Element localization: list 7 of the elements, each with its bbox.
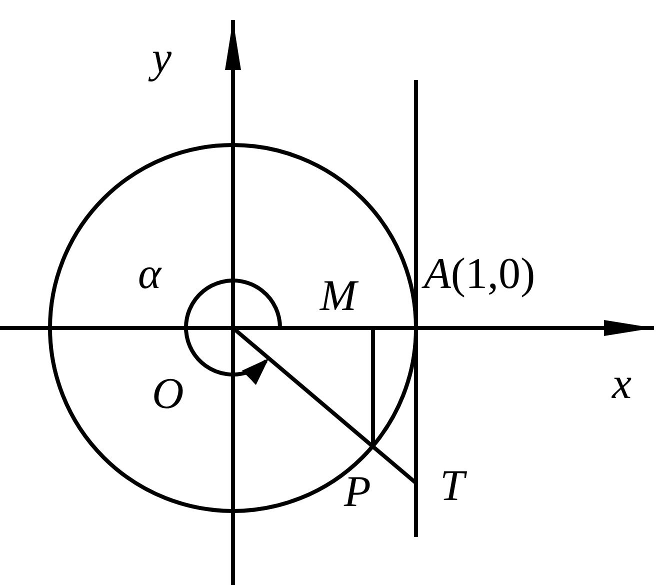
angle-label: α [138, 252, 162, 296]
point-label: M [320, 274, 357, 318]
point-label: P [344, 470, 371, 514]
point-label: T [440, 464, 464, 508]
axis-label: x [612, 362, 632, 406]
point-label: A(1,0) [424, 252, 536, 296]
point-label: O [152, 372, 184, 416]
